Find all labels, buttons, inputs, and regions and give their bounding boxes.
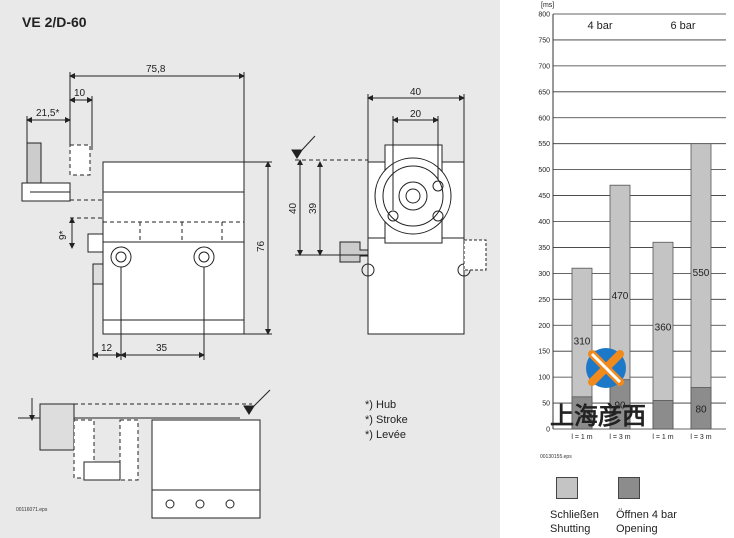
y-tick-label: 200 [538,323,550,330]
bar-chart: [ms] 0 50 100 150 200 250 300 350 400 450 500 550 600… [538,2,726,441]
category-label: l = 1 m [571,434,592,441]
y-tick-label: 550 [538,141,550,148]
bar-label-shutting: 310 [574,337,591,348]
file-name-right: 00130155.eps [540,454,572,460]
legend-label-opening: Öffnen 4 bar Opening [616,508,677,536]
category-label: l = 3 m [609,434,630,441]
legend-open-de: Öffnen 4 bar [616,509,677,521]
y-tick-label: 150 [538,349,550,356]
category-label: l = 3 m [690,434,711,441]
group-label: 4 bar [587,20,612,32]
dim-20: 20 [410,109,422,120]
note-hub: *) Hub [365,399,397,411]
watermark-x-icon: 上海彦西 [550,348,646,430]
y-tick-label: 700 [538,63,550,70]
y-axis-unit: [ms] [541,2,554,9]
dim-9: 9* [58,230,69,240]
group-label: 6 bar [670,20,695,32]
technical-drawing-panel: VE 2/D-60 [0,0,500,538]
y-tick-label: 350 [538,245,550,252]
y-tick-label: 100 [538,375,550,382]
dim-10: 10 [74,88,86,99]
bar-label-shutting: 470 [612,291,629,302]
drawing-title: VE 2/D-60 [22,14,87,30]
y-tick-label: 450 [538,193,550,200]
y-tick-label: 600 [538,115,550,122]
bar-opening [652,400,674,430]
chart-panel: [ms] 0 50 100 150 200 250 300 350 400 450 500 550 600… [500,0,734,538]
y-tick-label: 800 [538,12,550,19]
y-tick-label: 650 [538,89,550,96]
front-view [21,72,272,360]
technical-drawing: 75,8 10 21,5* 40 20 40 39 76 9* 12 35 [18,64,487,519]
y-tick-label: 500 [538,167,550,174]
bar-label-shutting: 360 [655,322,672,333]
legend-swatch-opening [618,477,640,499]
dim-39: 39 [308,202,319,214]
y-tick-label: 250 [538,297,550,304]
dim-35: 35 [156,343,168,354]
dim-12: 12 [101,343,113,354]
y-tick-label: 750 [538,37,550,44]
file-name-left: 00116071.eps [16,507,48,513]
legend-swatch-shutting [556,477,578,499]
dimension-labels: 75,8 10 21,5* 40 20 40 39 76 9* 12 35 [36,64,422,354]
dim-40-width: 40 [410,87,422,98]
note-stroke: *) Stroke [365,414,408,426]
legend-open-en: Opening [616,523,658,535]
y-tick-label: 300 [538,271,550,278]
bar-shutting [690,143,712,430]
watermark-logo: 上海彦西 [548,340,668,440]
dim-76: 76 [256,240,267,252]
stroke-notes: *) Hub *) Stroke *) Levée [365,398,408,443]
bar-opening [571,396,593,430]
dim-21-5: 21,5* [36,108,59,119]
bar-opening [690,387,712,430]
y-tick-label: 50 [542,401,550,408]
y-tick-label: 0 [546,427,550,434]
y-tick-label: 400 [538,219,550,226]
bar-label-opening: 90 [614,400,626,411]
side-view [291,94,487,335]
legend-label-shutting: Schließen Shutting [550,508,599,536]
legend-shut-en: Shutting [550,523,591,535]
legend-shut-de: Schließen [550,509,599,521]
note-levee: *) Levée [365,429,406,441]
dim-75-8: 75,8 [146,64,166,75]
bar-label-opening: 80 [695,404,707,415]
watermark-text: 上海彦西 [550,401,646,430]
dim-40-height: 40 [288,202,299,214]
bottom-view [18,389,271,519]
category-label: l = 1 m [652,434,673,441]
bar-label-shutting: 550 [693,268,710,279]
